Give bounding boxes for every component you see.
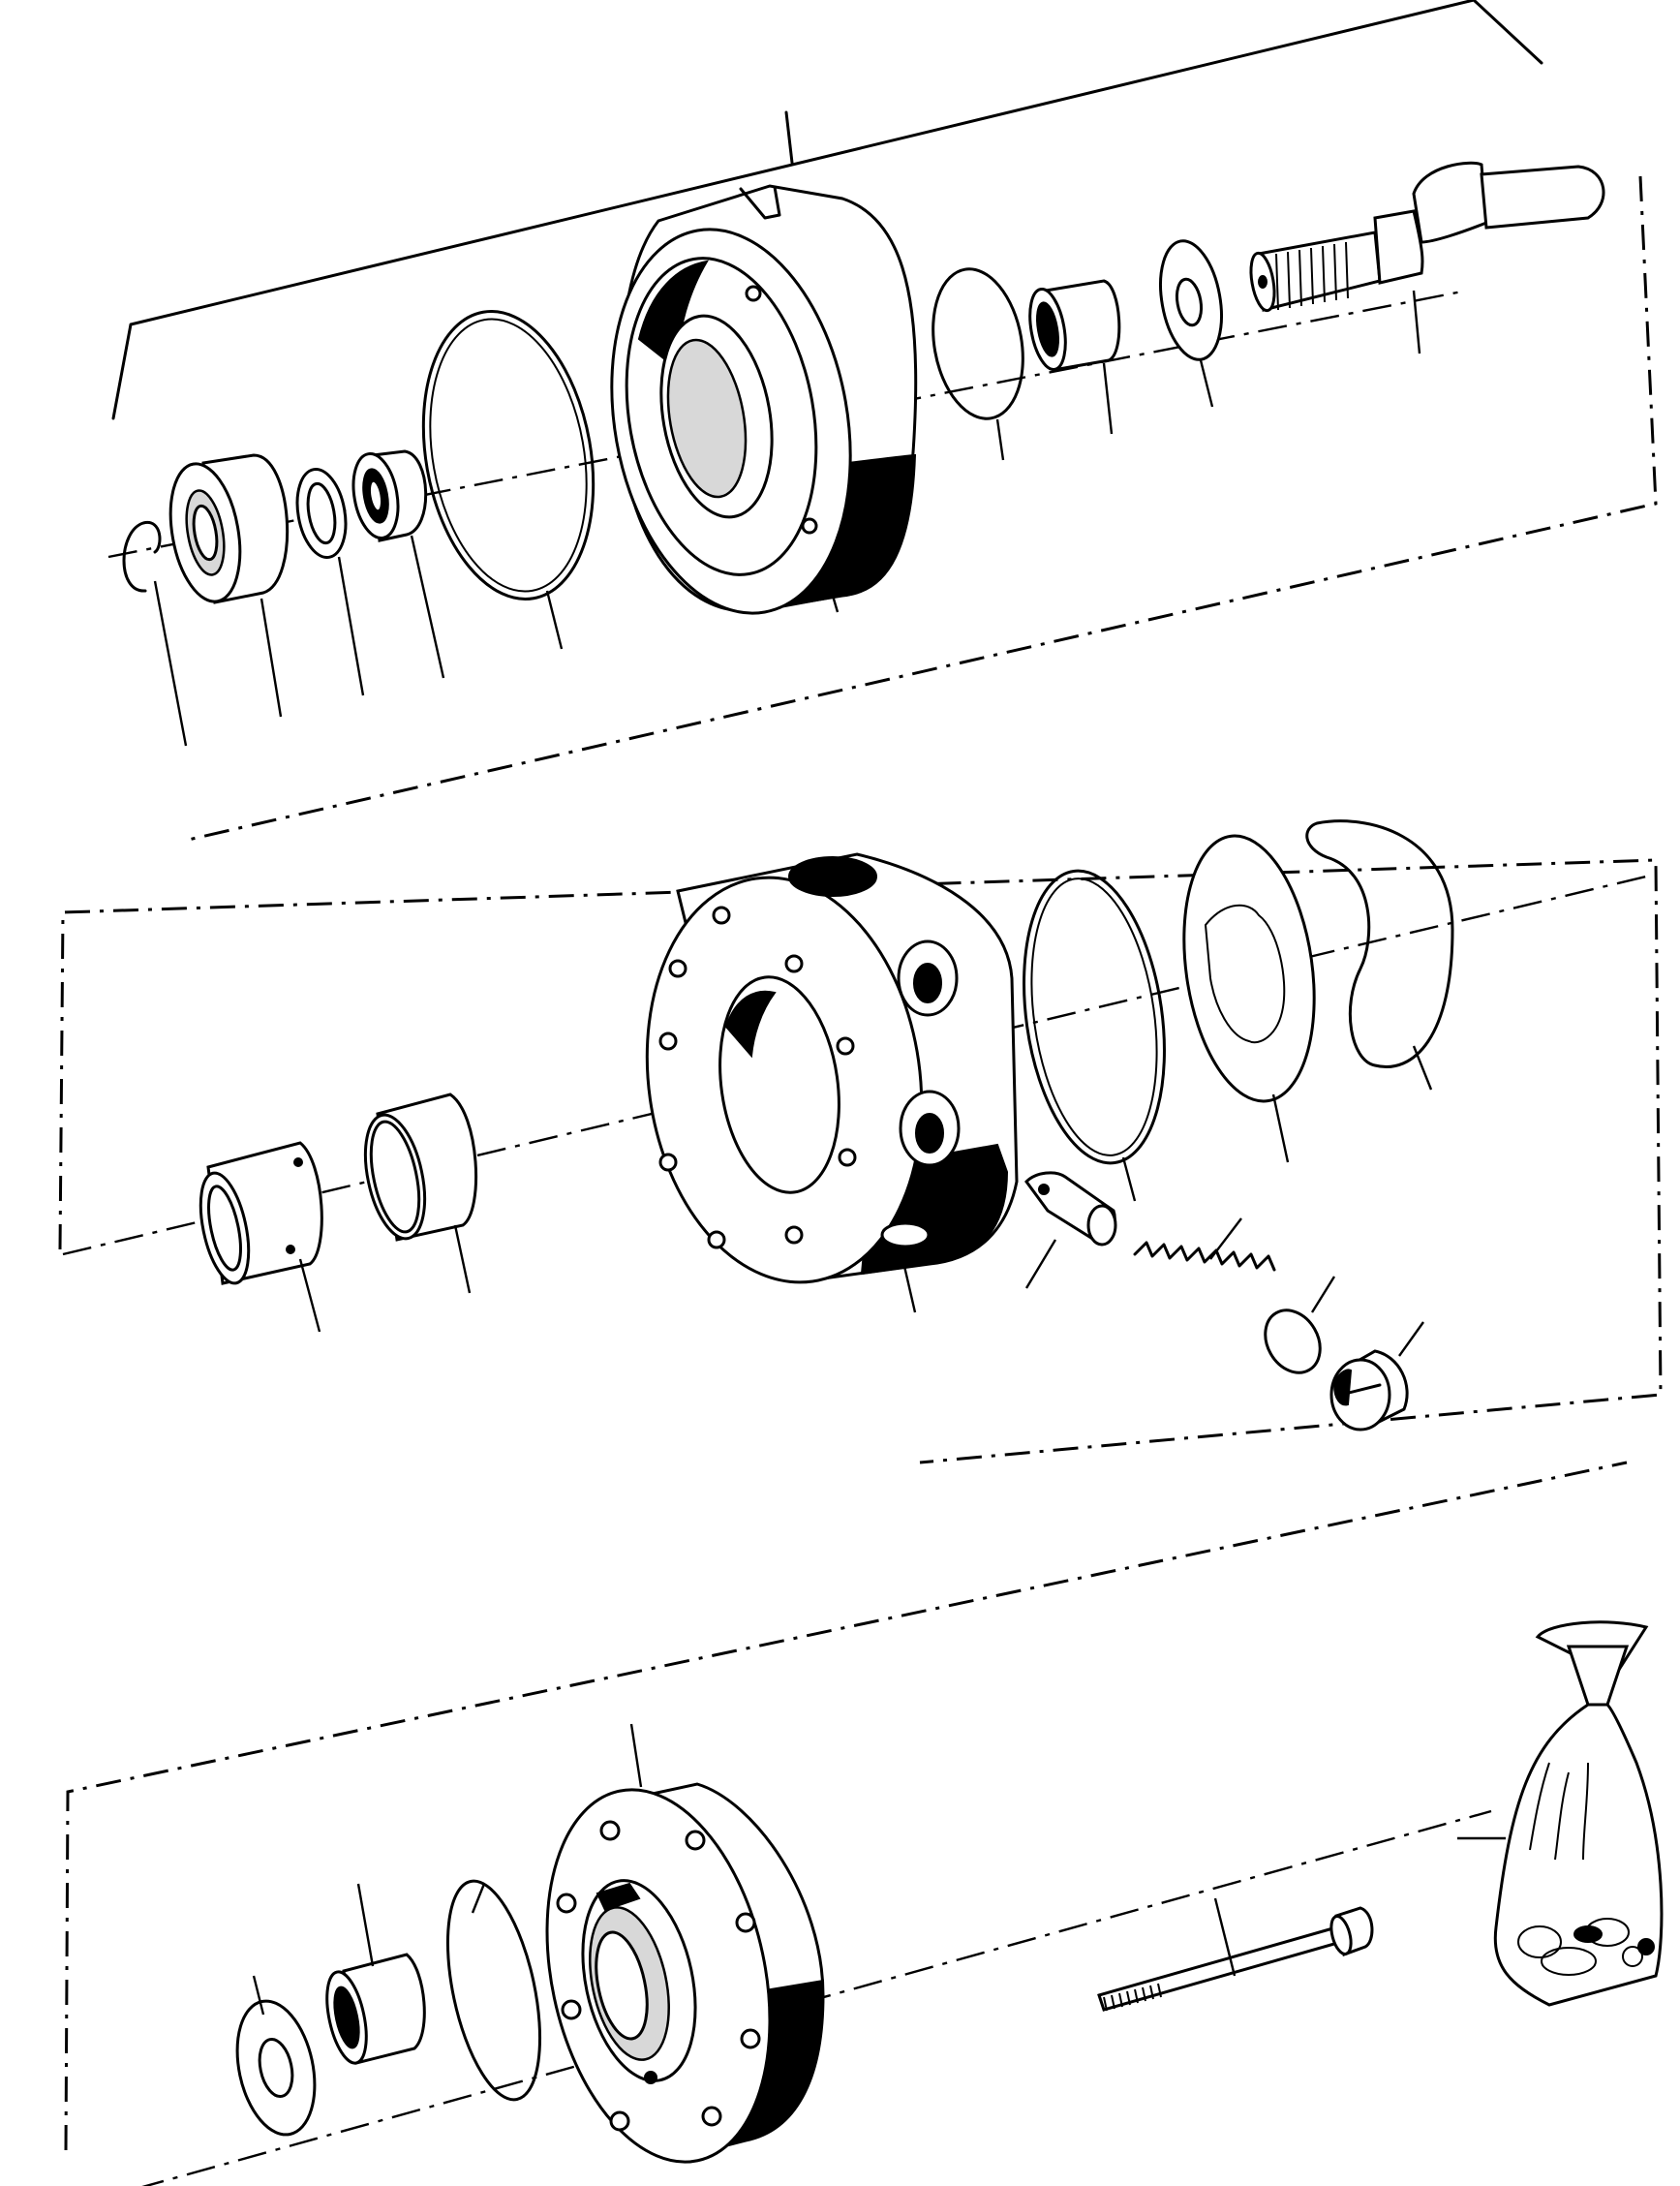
- wear-plate: [1182, 834, 1316, 1163]
- upper-frame-top-leader: [784, 110, 794, 165]
- center-housing: [645, 852, 1019, 1313]
- lower-needle-bearing: [325, 1883, 426, 2065]
- relief-spring: [1133, 1217, 1276, 1272]
- drive-shaft: [1249, 161, 1605, 354]
- front-housing: [610, 184, 918, 615]
- cap-screw: [1097, 1897, 1374, 2012]
- thrust-washer: [1159, 239, 1223, 408]
- relief-o-ring: [1264, 1276, 1336, 1374]
- needle-bearing-small: [351, 449, 445, 679]
- lower-washer: [235, 1975, 317, 2137]
- bushing-2: [363, 1093, 478, 1294]
- o-ring-small: [932, 267, 1024, 461]
- washer: [295, 468, 365, 696]
- lower-o-ring: [445, 1879, 542, 2102]
- lower-assembly: [64, 1461, 1664, 2186]
- kidney-seal: [1305, 819, 1454, 1091]
- o-ring-large: [421, 310, 596, 650]
- lower-frame: [64, 1461, 1628, 2151]
- upper-assembly: [107, 0, 1658, 843]
- middle-frame: [58, 858, 1663, 1464]
- relief-valve-sleeve: [1024, 1171, 1117, 1289]
- relief-plug: [1329, 1321, 1424, 1432]
- bushing-1: [199, 1141, 323, 1333]
- seal-kit-bag: [1457, 1620, 1664, 2007]
- seal-ring: [1023, 869, 1166, 1202]
- upper-frame-solid: [111, 0, 1543, 420]
- circlip: [122, 521, 188, 747]
- upper-frame-dashed: [183, 175, 1658, 843]
- needle-bearing: [1028, 279, 1121, 435]
- ball-bearing: [168, 453, 290, 718]
- end-cover: [545, 1723, 825, 2164]
- middle-assembly: [58, 819, 1663, 1464]
